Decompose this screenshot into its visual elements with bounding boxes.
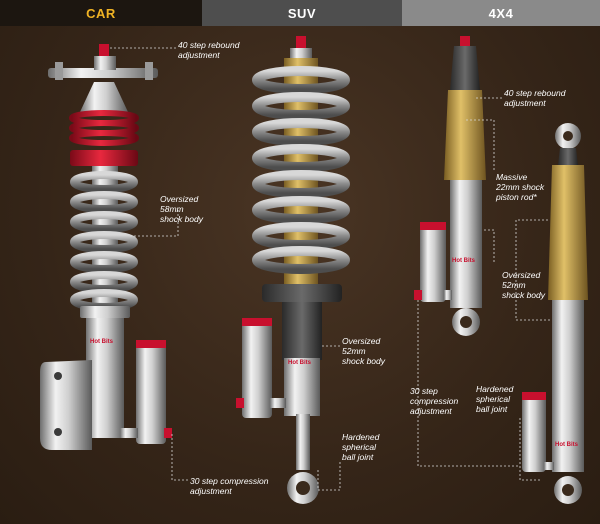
callout-4x4-piston-rod: Massive 22mm shock piston rod*	[496, 172, 545, 202]
car-top-plate	[48, 68, 158, 78]
car-coilover: Hot Bits	[40, 44, 172, 450]
suv-shaft	[296, 414, 310, 470]
car-main-spring	[70, 171, 138, 311]
car-compression-knob	[164, 428, 172, 438]
vehicle-tabs: CAR SUV 4X4	[0, 0, 600, 26]
4x4-reservoir	[420, 226, 446, 302]
car-knuckle-bracket	[40, 360, 92, 450]
4x4-shock-body	[450, 180, 482, 308]
tab-suv[interactable]: SUV	[202, 0, 402, 26]
4x4-reservoir-right	[522, 396, 546, 472]
leader-car-shock-body	[130, 210, 179, 237]
suv-coilover: Hot Bits	[236, 36, 350, 504]
4x4-brand-mark-right: Hot Bits	[555, 442, 579, 448]
car-reservoir	[136, 344, 166, 444]
callout-4x4-ball-joint: Hardened spherical ball joint	[476, 384, 514, 414]
callout-4x4-shock-body: Oversized 52mm shock body	[502, 270, 545, 300]
4x4-lower-eye-hole	[460, 316, 472, 328]
4x4-shock-body-right	[552, 300, 584, 472]
4x4-upper-mount	[558, 148, 578, 165]
callout-suv-shock-body: Oversized 52mm shock body	[342, 336, 385, 366]
4x4-rebound-knob	[460, 36, 470, 46]
4x4-reservoir-cap-right	[522, 392, 546, 400]
car-reservoir-hose	[120, 428, 138, 438]
suv-threaded-body	[282, 302, 322, 360]
car-stud	[145, 62, 153, 80]
4x4-reservoir-cap	[420, 222, 446, 230]
suv-brand-mark: Hot Bits	[288, 360, 312, 366]
car-lower-seat	[80, 306, 130, 318]
car-top-cone	[80, 82, 128, 112]
suv-top-nut	[290, 48, 312, 58]
leader-4x4-compression	[417, 300, 520, 467]
4x4-dust-boot-right	[548, 165, 588, 300]
callout-suv-ball-joint: Hardened spherical ball joint	[342, 432, 380, 462]
suv-reservoir-hose	[270, 398, 286, 408]
car-reservoir-cap	[136, 340, 166, 348]
shock-absorber-illustration: Hot Bits	[40, 36, 588, 504]
4x4-upper-eye-hole	[563, 131, 573, 141]
suv-rebound-knob	[296, 36, 306, 48]
suv-reservoir-cap	[242, 318, 272, 326]
callout-car-compression: 30 step compression adjustment	[190, 476, 269, 496]
car-stud	[55, 62, 63, 80]
suv-main-spring	[252, 66, 350, 274]
leader-4x4-shock-body-right	[515, 219, 552, 321]
4x4-top-mount	[450, 46, 480, 90]
leader-suv-ball-joint	[317, 460, 341, 491]
suv-compression-knob	[236, 398, 244, 408]
leader-4x4-ball-joint	[519, 418, 540, 481]
4x4-brand-mark: Hot Bits	[452, 258, 476, 264]
leader-4x4-piston-rod	[466, 119, 495, 170]
tab-4x4[interactable]: 4X4	[402, 0, 600, 26]
leader-car-compression	[171, 434, 188, 481]
car-bolt-hole	[54, 428, 62, 436]
4x4-compression-knob	[414, 290, 422, 300]
callout-4x4-compression: 30 step compression adjustment	[410, 386, 459, 416]
suv-spring-seat	[262, 284, 342, 302]
leader-4x4-shock-body	[484, 229, 495, 262]
tab-car[interactable]: CAR	[0, 0, 202, 26]
car-lower-body	[86, 318, 124, 438]
callout-car-shock-body: Oversized 58mm shock body	[160, 194, 203, 224]
car-brand-mark: Hot Bits	[90, 339, 114, 345]
car-rebound-knob	[99, 44, 109, 56]
car-top-nut	[94, 56, 116, 70]
4x4-dust-boot	[444, 90, 486, 180]
callout-leader-lines	[110, 47, 552, 491]
4x4-lower-eye-hole-right	[562, 484, 574, 496]
car-spring-collar	[70, 150, 138, 166]
4x4-reservoir-hose-right	[544, 462, 554, 470]
car-bolt-hole	[54, 372, 62, 380]
suv-reservoir	[242, 322, 272, 418]
4x4-shock-right: Hot Bits	[522, 123, 588, 504]
suv-lower-body	[284, 358, 320, 416]
suv-ball-joint-hole	[296, 481, 310, 495]
callout-car-rebound: 40 step rebound adjustment	[178, 40, 240, 60]
car-helper-spring	[69, 110, 139, 146]
callout-4x4-rebound: 40 step rebound adjustment	[504, 88, 566, 108]
4x4-shock-left: Hot Bits	[414, 36, 486, 336]
4x4-reservoir-hose	[444, 290, 452, 300]
